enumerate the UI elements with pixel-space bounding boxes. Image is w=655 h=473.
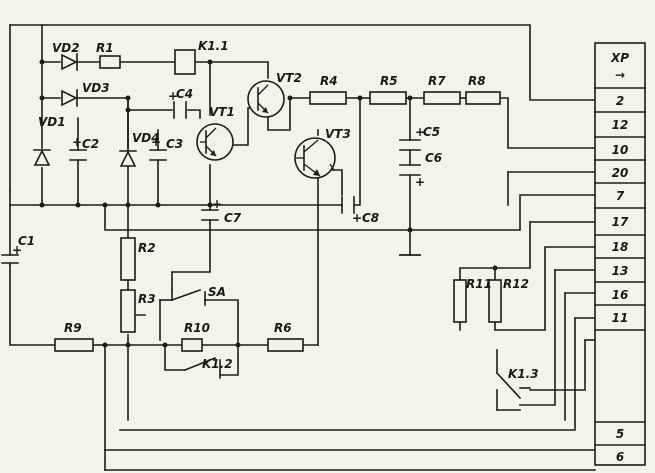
label-k13: K1.3 (508, 367, 539, 381)
polarity-marks: + + + + + + + + (12, 89, 425, 257)
label-c7: C7 (224, 211, 242, 225)
label-c2: C2 (82, 137, 99, 151)
c3-plus: + (151, 135, 161, 149)
diode-vd1 (33, 149, 51, 166)
connector-xp (594, 42, 646, 466)
junctions (39, 59, 498, 348)
pin-label: 11 (612, 311, 629, 325)
label-r2: R2 (138, 241, 156, 255)
contact-k13 (495, 371, 531, 400)
pin-label: 5 (616, 427, 624, 441)
resistor-r5 (369, 91, 407, 105)
label-vd1: VD1 (38, 115, 66, 129)
label-k12: K1.2 (202, 357, 233, 371)
label-r11: R11 (466, 277, 492, 291)
label-sa: SA (208, 285, 226, 299)
capacitor-c7 (201, 209, 219, 221)
resistor-r12 (488, 279, 502, 323)
pin-label: 2 (616, 94, 624, 108)
label-r5: R5 (380, 74, 398, 88)
label-vd4: VD4 (132, 131, 160, 145)
label-vd2: VD2 (52, 41, 80, 55)
pin-label: 12 (612, 118, 629, 132)
label-r3: R3 (138, 292, 156, 306)
c1-plus: + (12, 243, 22, 257)
label-r4: R4 (320, 74, 338, 88)
diode-vd2 (61, 53, 78, 71)
resistor-r8 (465, 91, 501, 105)
relay-coil-k11 (174, 49, 196, 75)
capacitor-c1 (1, 189, 19, 266)
capacitor-c2 (69, 149, 87, 161)
label-c1: C1 (18, 234, 35, 248)
switch-sa (159, 288, 206, 341)
capacitor-c3 (149, 149, 167, 161)
label-vt2: VT2 (276, 71, 302, 85)
label-r12: R12 (503, 277, 529, 291)
pin-label: 10 (612, 143, 629, 157)
resistor-r11 (453, 279, 467, 323)
label-r6: R6 (274, 321, 292, 335)
transistor-vt1 (196, 123, 234, 161)
label-r1: R1 (96, 41, 114, 55)
label-r7: R7 (428, 74, 446, 88)
resistor-r7 (423, 91, 461, 105)
capacitor-c4 (173, 101, 187, 119)
c8-plus: + (352, 211, 362, 225)
c6-plus: + (415, 175, 425, 189)
pin-label: 7 (616, 189, 625, 203)
resistor-r4 (309, 91, 347, 105)
capacitor-c5 (399, 139, 421, 151)
resistor-r6 (267, 338, 304, 352)
pin-label: 17 (612, 215, 629, 229)
label-c5: C5 (423, 125, 440, 139)
label-c8: C8 (362, 211, 379, 225)
c5-plus: + (415, 125, 425, 139)
pin-label: 13 (612, 264, 629, 278)
resistor-r1 (99, 55, 121, 69)
pin-label: 16 (612, 288, 629, 302)
label-r10: R10 (184, 321, 210, 335)
transistor-vt2 (247, 80, 285, 118)
connector-pin-labels: 2 12 10 20 7 17 18 13 16 11 5 6 (612, 94, 629, 464)
capacitor-c6 (399, 164, 421, 176)
label-vt1: VT1 (209, 105, 235, 119)
component-labels: VD2 R1 K1.1 VD3 VD1 C2 VD4 C3 C4 VT1 VT2… (18, 39, 539, 381)
resistor-r9 (54, 338, 94, 352)
label-vd3: VD3 (82, 81, 110, 95)
c7-plus: + (212, 197, 222, 211)
pin-label: 6 (616, 450, 624, 464)
label-vt3: VT3 (325, 127, 351, 141)
resistor-r3 (120, 289, 136, 333)
label-c3: C3 (166, 137, 183, 151)
label-r9: R9 (64, 321, 82, 335)
label-c6: C6 (425, 151, 442, 165)
diode-vd3 (61, 89, 78, 107)
connector-title: XP (610, 51, 629, 65)
pin-label: 20 (612, 166, 629, 180)
pin-label: 18 (612, 240, 629, 254)
capacitor-c8 (341, 196, 355, 214)
resistor-r2 (120, 237, 136, 281)
c4-plus: + (168, 89, 178, 103)
diode-vd4 (119, 150, 137, 167)
label-k11: K1.1 (198, 39, 229, 53)
c2-plus: + (72, 135, 82, 149)
label-r8: R8 (468, 74, 486, 88)
label-c4: C4 (176, 87, 193, 101)
contact-k12 (183, 356, 221, 379)
resistor-r10 (181, 338, 203, 352)
connector-arrow: → (615, 68, 625, 82)
transistor-vt3 (294, 137, 336, 179)
